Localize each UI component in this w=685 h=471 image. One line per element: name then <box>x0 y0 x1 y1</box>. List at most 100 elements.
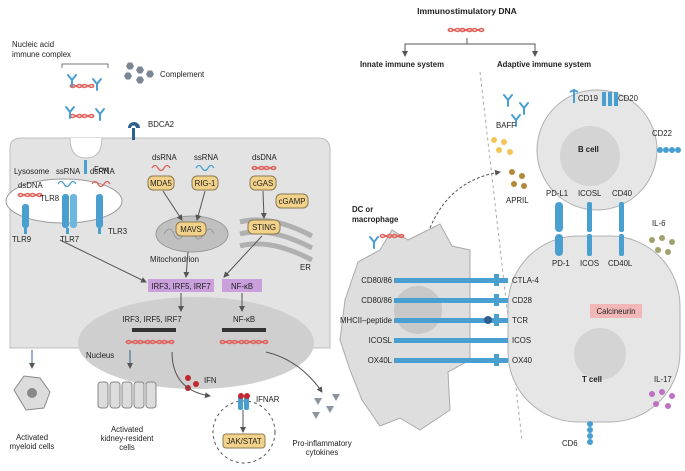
cgas-label: cGAS <box>253 179 273 188</box>
kidney-cells-icon <box>97 381 157 409</box>
complement-icon <box>124 62 154 84</box>
cd20-receptor-icon <box>602 92 618 106</box>
t-cell-nucleus <box>574 328 626 380</box>
baff-icon <box>491 137 513 155</box>
pd1-label: PD-1 <box>552 259 570 268</box>
nucleic-complex-label-1: Nucleic acid <box>12 40 54 49</box>
synapse-connector-4 <box>394 338 508 343</box>
tlr9-label: TLR9 <box>12 235 31 244</box>
nuclear-dna-irf <box>125 339 175 345</box>
ifnar-label: IFNAR <box>256 395 280 404</box>
mavs-label: MAVS <box>180 225 202 234</box>
sting-to-nfkb-arrow <box>223 235 263 278</box>
cd6-label: CD6 <box>562 439 578 448</box>
bcell-label: B cell <box>578 145 599 154</box>
immune-complex-icon <box>65 74 105 121</box>
t-receptor-4: ICOS <box>512 336 531 345</box>
dc-ligand-1: CD80/86 <box>361 276 392 285</box>
t-receptor-5: OX40 <box>512 356 533 365</box>
sting-label: STING <box>252 223 276 232</box>
t-receptor-2: CD28 <box>512 296 532 305</box>
cytokine-secretion-arrow <box>265 351 323 393</box>
nucleus-label: Nucleus <box>86 351 114 360</box>
lyso-ligand-dsdna: dsDNA <box>18 181 43 190</box>
synapse-connector-3 <box>394 314 508 326</box>
lysosome-label: Lysosome <box>14 167 49 176</box>
myeloid-nucleus-icon <box>27 388 37 398</box>
cd40-label: CD40 <box>612 189 633 198</box>
complement-label: Complement <box>160 70 205 79</box>
april-label: APRIL <box>506 196 529 205</box>
cd40-receptor-icon <box>619 202 624 232</box>
rig1-to-mavs-arrow <box>195 190 206 221</box>
cytokines-label-2: cytokines <box>306 448 339 457</box>
dc-label-1: DC or <box>352 205 373 214</box>
tlr8-label: TLR8 <box>40 194 59 203</box>
er-membrane-3 <box>239 241 314 263</box>
tlr3-label: TLR3 <box>108 227 127 236</box>
april-icon <box>509 169 527 189</box>
bdca2-label: BDCA2 <box>148 120 174 129</box>
cgamp-label: cGAMP <box>279 197 306 206</box>
ifn-secretion-arrow <box>171 351 211 399</box>
t-receptor-1: CTLA-4 <box>512 276 540 285</box>
cyto-ligand-dsrna: dsRNA <box>152 153 177 162</box>
myeloid-label-1: Activated <box>16 433 48 442</box>
er-label: ER <box>300 263 311 272</box>
dc-ligand-3: MHCII–peptide <box>340 316 392 325</box>
irf-box <box>148 279 214 292</box>
jakstat-box <box>222 433 266 449</box>
endosome-pit <box>69 137 103 159</box>
t-receptor-3: TCR <box>512 316 528 325</box>
synapse-connector-5 <box>394 354 508 366</box>
icosl-receptor-icon <box>587 202 592 232</box>
ifnar-receptor-icon <box>238 393 250 410</box>
b-cell-nucleus <box>560 126 620 186</box>
dc-to-bcell-arrow <box>429 169 501 229</box>
tcell-label: T cell <box>582 375 602 384</box>
mavs-box <box>175 221 207 237</box>
dc-nucleus <box>394 286 442 334</box>
cd19-label: CD19 <box>578 94 598 103</box>
mda5-box <box>147 175 175 191</box>
cyto-ssrna-icon <box>195 164 215 172</box>
pdl1-receptor-icon <box>555 202 563 232</box>
cgamp-box <box>275 193 309 209</box>
baff-label: BAFF <box>496 121 516 130</box>
lyso-ssrna-icon <box>57 180 77 188</box>
kidney-label-3: cells <box>119 443 135 452</box>
cd40l-receptor-icon <box>619 234 624 256</box>
il17-label: IL-17 <box>654 375 672 384</box>
cd22-label: CD22 <box>652 129 672 138</box>
tlr7-label: TLR7 <box>60 235 79 244</box>
pd1-receptor-icon <box>555 234 563 256</box>
irf-promoter <box>132 328 176 332</box>
ifnar-signaling-cell <box>212 400 276 464</box>
irf-box-label: IRF3, IRF5, IRF7 <box>151 282 210 291</box>
tlr-to-irf-arrow <box>59 239 147 283</box>
complex-bracket <box>61 63 109 68</box>
kidney-label-2: kidney-resident <box>101 434 155 443</box>
nfkb-box-label: NF-κB <box>231 282 253 291</box>
dc-ligand-5: OX40L <box>368 356 393 365</box>
nfkb-nuc-label: NF-κB <box>233 315 255 324</box>
fcyr-label: Fcγr <box>94 165 110 174</box>
il6-label: IL-6 <box>652 219 665 228</box>
lyso-dsrna-icon <box>91 180 111 188</box>
jakstat-label: JAK/STAT <box>226 437 261 446</box>
cyto-ligand-ssrna: ssRNA <box>194 153 219 162</box>
cgas-to-sting-arrow <box>260 190 267 219</box>
ifn-label: IFN <box>204 376 217 385</box>
cytokine-icon <box>312 394 340 419</box>
icos-receptor-icon <box>587 234 592 256</box>
cyto-dsrna-icon <box>151 164 171 172</box>
pdl1-label: PD-L1 <box>546 189 568 198</box>
cd22-receptor-icon <box>657 147 681 153</box>
mavs-to-irf-arrow <box>183 251 190 278</box>
adaptive-label: Adaptive immune system <box>497 60 591 69</box>
stimulus-dna-icon <box>447 27 485 33</box>
rig1-label: RIG-1 <box>195 179 216 188</box>
cd20-label: CD20 <box>618 94 639 103</box>
myeloid-label-2: myeloid cells <box>10 442 55 451</box>
